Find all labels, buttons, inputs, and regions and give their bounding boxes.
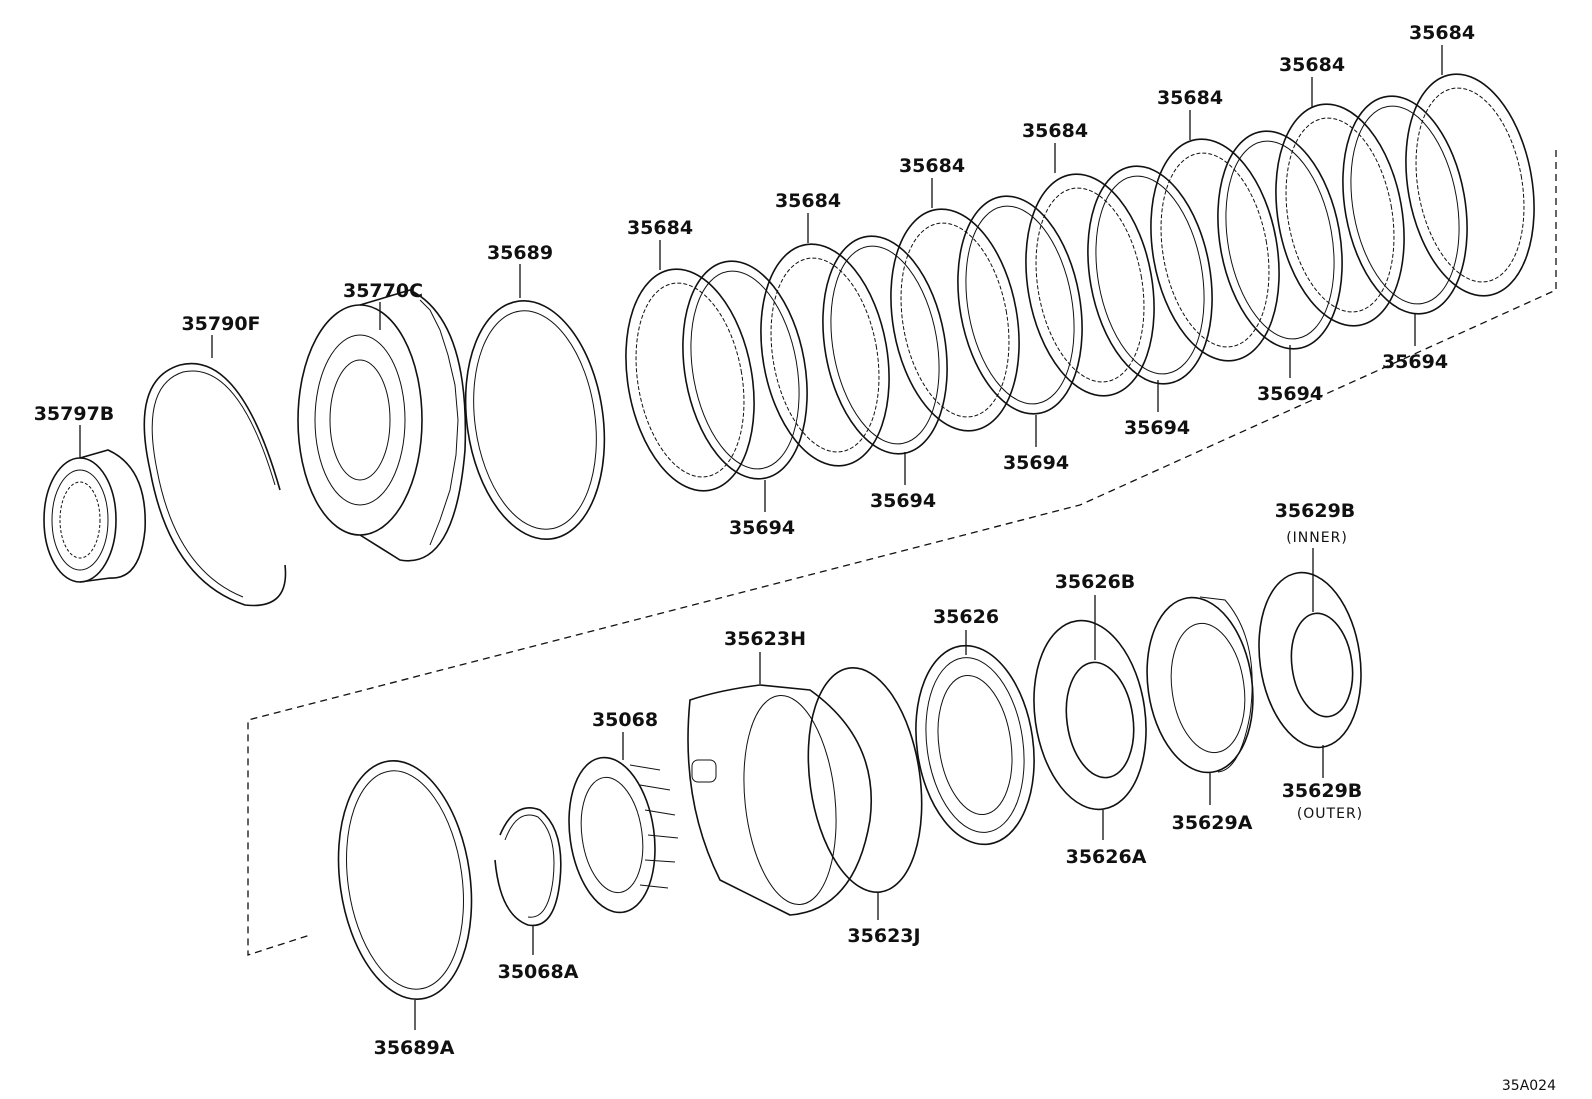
part-number-35797B: 35797B [34,403,115,425]
part-number-35770C: 35770C [343,280,423,302]
plate-35689 [464,299,606,541]
part-number-35684: 35684 [627,217,693,239]
cylinder-35629A [1146,596,1254,774]
part-number-35689A: 35689A [374,1037,455,1059]
plate-35694-5 [1217,130,1343,350]
part-number-35626: 35626 [933,606,999,628]
bearing-35797B [43,449,146,583]
o-rings-35626A-35626B [1033,619,1147,811]
disc-35684-4 [1025,173,1155,397]
part-number-35684: 35684 [899,155,965,177]
snap-ring-35068A [494,807,562,927]
part-number-35694: 35694 [870,490,936,512]
plate-35694-6 [1342,95,1468,315]
part-number-35626B: 35626B [1055,571,1136,593]
part-number-35684: 35684 [1409,22,1475,44]
part-number-35694: 35694 [1124,417,1190,439]
snap-ring-35790F [143,362,287,607]
disc-35684-3 [890,208,1020,432]
part-number-35629B-outer: 35629B [1282,780,1363,802]
part-number-35629A: 35629A [1172,812,1253,834]
part-number-35623H: 35623H [724,628,806,650]
spring-retainer-35068 [568,756,679,914]
clutch-hub-35770C [297,289,467,562]
part-number-35790F: 35790F [181,313,260,335]
part-number-35694: 35694 [729,517,795,539]
part-number-35694: 35694 [1382,351,1448,373]
seal-35626 [915,644,1035,846]
part-number-35694: 35694 [1257,383,1323,405]
disc-35684-6 [1275,103,1405,327]
part-number-35623J: 35623J [847,925,920,947]
disc-35684-5 [1150,138,1280,362]
leaders-35684 [659,45,1443,270]
part-number-35068: 35068 [592,709,658,731]
part-number-35626A: 35626A [1066,846,1147,868]
disc-35684-1 [625,268,755,492]
part-number-35684: 35684 [1022,120,1088,142]
o-rings-35629B [1258,571,1362,749]
plate-35694-3 [957,195,1083,415]
diagram-code: 35A024 [1502,1078,1556,1094]
plate-35694-4 [1087,165,1213,385]
plate-35694-2 [822,235,948,455]
disc-35684-2 [760,243,890,467]
part-number-35694: 35694 [1003,452,1069,474]
part-number-35684: 35684 [775,190,841,212]
leaders-35694 [764,313,1416,512]
part-number-35684: 35684 [1157,87,1223,109]
part-number-35068A: 35068A [498,961,579,983]
o-ring-35623J [807,667,923,893]
piston-35623H [687,684,872,916]
plate-pack [625,73,1535,492]
part-number-35684: 35684 [1279,54,1345,76]
note-inner: (INNER) [1286,530,1348,546]
group-outline [247,150,1557,956]
note-outer: (OUTER) [1297,806,1363,822]
disc-35684-7 [1405,73,1535,297]
part-number-35689: 35689 [487,242,553,264]
part-number-35629B-inner: 35629B [1275,500,1356,522]
plate-35694-1 [682,260,808,480]
plate-35689A [337,760,473,1000]
